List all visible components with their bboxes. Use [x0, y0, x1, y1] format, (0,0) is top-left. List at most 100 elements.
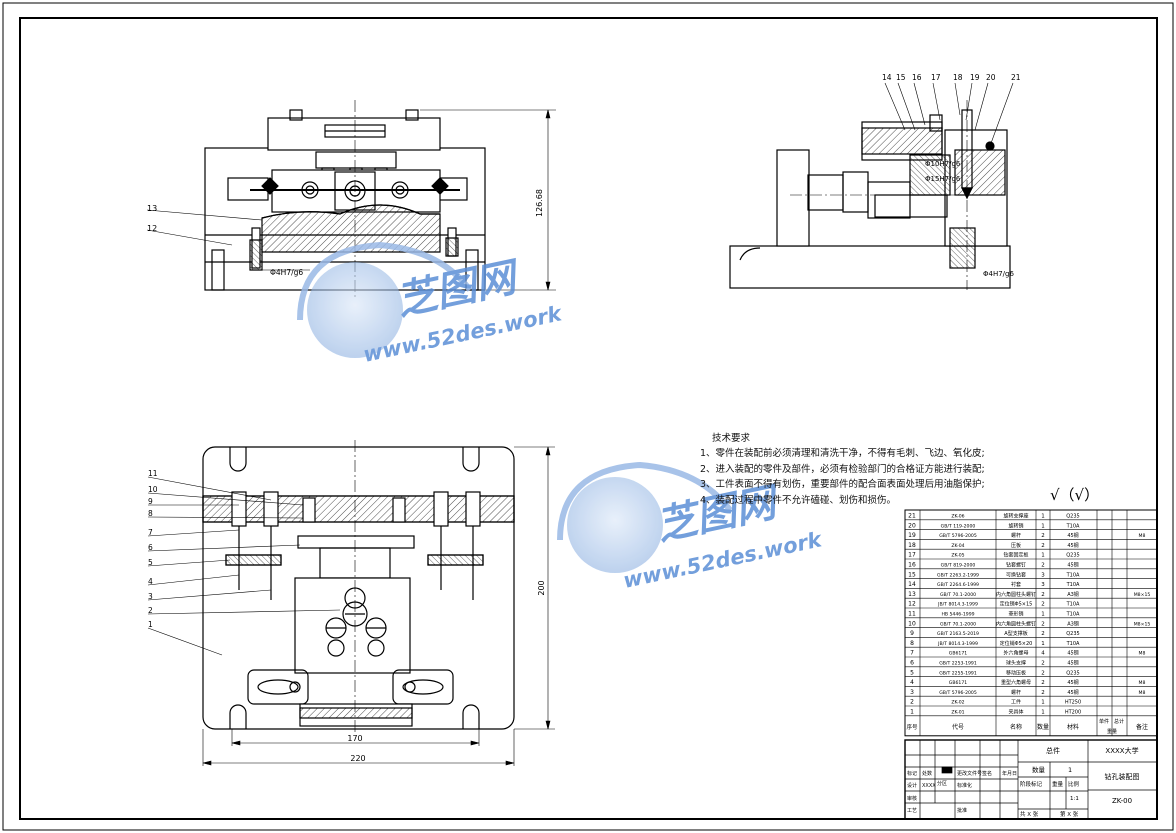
- bom-cell-name: 螺杆: [1011, 689, 1021, 696]
- tb-school: XXXX大学: [1105, 746, 1138, 755]
- bom-cell-name: 定位销Φ5×20: [1000, 640, 1033, 647]
- bom-header-remark: 备注: [1136, 723, 1148, 731]
- side-callout-21: 21: [1011, 73, 1021, 82]
- bom-cell-qty: 2: [1041, 533, 1045, 539]
- side-callout-18: 18: [953, 73, 963, 82]
- bom-cell-name: 球头支撑: [1006, 660, 1026, 667]
- bom-header-material: 材料: [1067, 723, 1079, 731]
- side-callout-19: 19: [970, 73, 980, 82]
- bom-cell-code: ZK-06: [951, 514, 964, 520]
- bom-cell-material: T10A: [1066, 523, 1080, 529]
- bom-cell-qty: 2: [1041, 543, 1045, 549]
- side-callout-14: 14: [882, 73, 892, 82]
- bom-cell-name: 钻套螺钉: [1006, 562, 1026, 569]
- bom-cell-qty: 2: [1041, 631, 1045, 637]
- tb-sign-3: 审核: [907, 795, 917, 802]
- bom-cell-material: A3钢: [1067, 620, 1079, 627]
- bom-cell-material: Q235: [1066, 631, 1079, 637]
- top-leaders: [147, 476, 341, 656]
- tb-row-label-4: 签名: [982, 770, 992, 777]
- bom-cell-no: 2: [910, 699, 914, 706]
- side-fit-2: Φ15H7/g6: [925, 175, 961, 183]
- tech-item-2: 2、进入装配的零件及部件，必须有检验部门的合格证方能进行装配;: [700, 463, 985, 475]
- bom-cell-code: GB/T 2253-1991: [939, 661, 977, 667]
- bom-cell-no: 4: [910, 679, 914, 686]
- tb-scale: 1:1: [1070, 796, 1079, 802]
- bom-cell-no: 5: [910, 669, 914, 676]
- title-block: [904, 739, 1158, 820]
- bom-cell-no: 11: [908, 611, 916, 618]
- side-callout-20: 20: [986, 73, 996, 82]
- bom-cell-code: GB/T 2263.2-1999: [937, 572, 979, 578]
- bom-header-name: 名称: [1010, 723, 1022, 731]
- bom-cell-material: 45钢: [1067, 689, 1078, 696]
- bom-cell-no: 3: [910, 689, 914, 696]
- tb-scale-label: 比例: [1068, 780, 1080, 788]
- tb-row-label-2: 分区: [937, 780, 947, 787]
- front-fit-dim: Φ4H7/g6: [270, 268, 303, 277]
- top-view: [202, 440, 515, 735]
- bom-cell-qty: 1: [1041, 710, 1045, 716]
- bom-header-no: 序号: [906, 723, 918, 731]
- bom-cell-qty: 2: [1041, 690, 1045, 696]
- bom-cell-no: 6: [910, 660, 914, 667]
- bom-cell-name: 衬套: [1011, 581, 1021, 588]
- bom-cell-qty: 2: [1041, 563, 1045, 569]
- bom-cell-material: 45钢: [1067, 650, 1078, 657]
- bom-cell-remark: M8: [1139, 690, 1146, 696]
- bom-cell-name: 压板: [1011, 542, 1021, 549]
- bom-cell-code: GB6171: [949, 651, 967, 657]
- front-callout-13: 13: [147, 204, 157, 213]
- bom-cell-qty: 2: [1041, 592, 1045, 598]
- bom-cell-no: 17: [908, 552, 916, 559]
- bom-cell-material: 45钢: [1067, 532, 1078, 539]
- bom-cell-code: GB/T 70.1-2000: [940, 592, 976, 598]
- top-callout-5: 5: [148, 558, 153, 567]
- top-callout-10: 10: [148, 485, 158, 494]
- bom-cell-material: 45钢: [1067, 660, 1078, 667]
- bom-cell-qty: 2: [1041, 661, 1045, 667]
- bom-cell-remark: M8: [1139, 680, 1146, 686]
- side-fit-1: Φ10H7/g6: [925, 160, 961, 168]
- side-callout-17: 17: [931, 73, 941, 82]
- bom-cell-code: GB/T 119-2000: [941, 523, 976, 529]
- bom-cell-no: 20: [908, 522, 916, 529]
- front-height-dim: 126.68: [535, 189, 544, 217]
- top-dim-height: 200: [537, 580, 546, 595]
- tech-item-1: 1、零件在装配前必须清理和清洗干净，不得有毛刺、飞边、氧化皮;: [700, 448, 985, 460]
- side-fit-3: Φ4H7/g6: [983, 270, 1014, 278]
- bom-cell-name: 重型六角螺母: [1001, 679, 1031, 686]
- bom-cell-code: GB/T 5796-2005: [939, 690, 977, 696]
- bom-cell-code: GB/T 2163.5-2019: [937, 631, 979, 637]
- bom-cell-code: ZK-04: [951, 543, 964, 549]
- bom-cell-material: T10A: [1066, 641, 1080, 647]
- bom-cell-name: 工件: [1011, 699, 1021, 706]
- bom-cell-no: 16: [908, 562, 916, 569]
- bom-cell-code: GB/T 2264.6-1999: [937, 582, 979, 588]
- bom-cell-name: 旋转支撑座: [1003, 513, 1028, 520]
- bom-cell-remark: M8×15: [1134, 592, 1151, 598]
- bom-cell-material: 45钢: [1067, 562, 1078, 569]
- bom-cell-no: 9: [910, 630, 914, 637]
- top-callout-1: 1: [148, 620, 153, 629]
- bom-cell-qty: 4: [1041, 651, 1045, 657]
- bom-cell-code: GB/T 819-2000: [941, 563, 976, 569]
- bom-cell-material: 45钢: [1067, 542, 1078, 549]
- top-callout-7: 7: [148, 528, 153, 537]
- bom-cell-material: A3钢: [1067, 591, 1079, 598]
- top-callout-6: 6: [148, 543, 153, 552]
- bom-cell-material: Q235: [1066, 553, 1079, 559]
- bom-cell-material: T10A: [1066, 602, 1080, 608]
- tech-item-4: 4、装配过程中零件不允许磕碰、划伤和损伤。: [700, 494, 897, 506]
- top-callout-2: 2: [148, 606, 153, 615]
- bom-cell-qty: 2: [1041, 670, 1045, 676]
- bom-cell-qty: 3: [1041, 582, 1045, 588]
- bom-cell-qty: 1: [1041, 641, 1045, 647]
- bom-cell-material: HT200: [1065, 710, 1081, 716]
- bom-cell-qty: 2: [1041, 680, 1045, 686]
- bom-cell-name: 移动压板: [1006, 669, 1026, 676]
- bom-cell-material: T10A: [1066, 582, 1080, 588]
- bom-header-qty: 数量: [1037, 723, 1049, 731]
